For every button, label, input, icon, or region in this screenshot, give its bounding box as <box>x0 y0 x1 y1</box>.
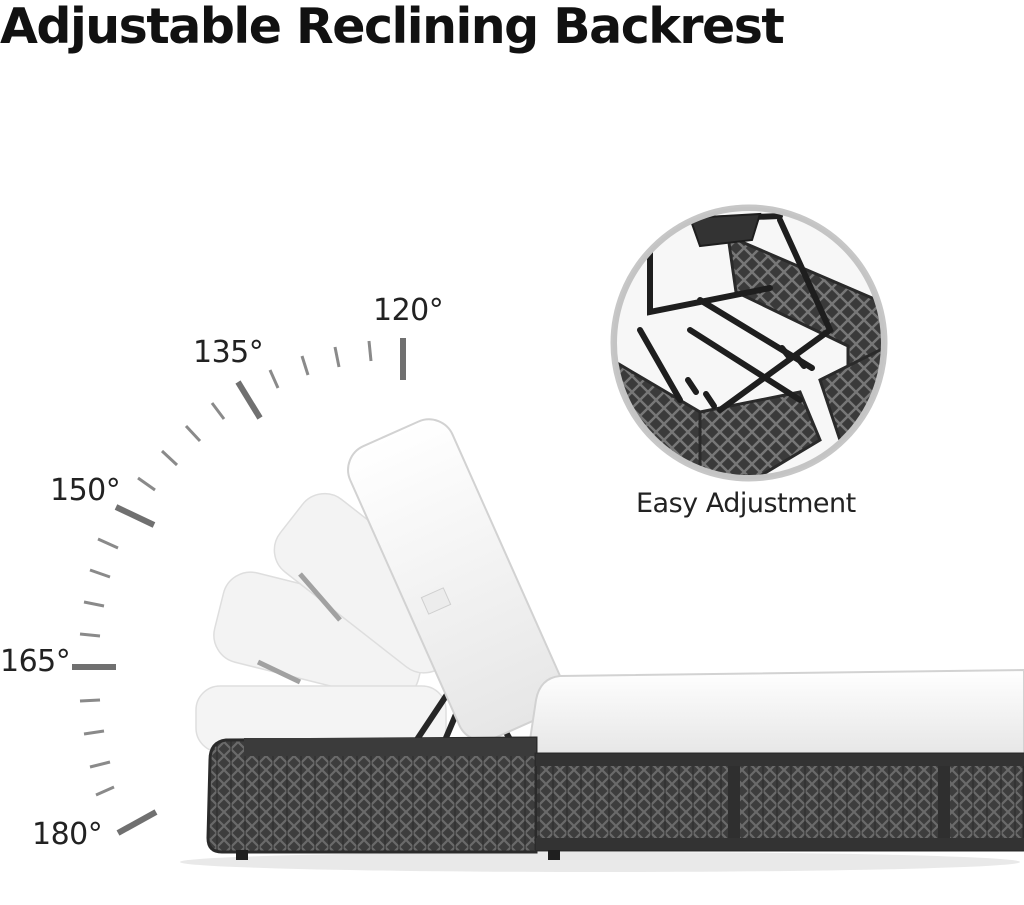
angle-label-135: 135° <box>193 335 264 370</box>
page-title: Adjustable Reclining Backrest <box>0 0 785 55</box>
chaise-lounger <box>180 418 1024 872</box>
floor-shadow <box>180 852 1020 872</box>
tick-150 <box>114 504 156 528</box>
minor-ticks <box>79 340 373 797</box>
rattan-rail-back <box>244 738 536 756</box>
rattan-base-seat <box>534 752 1024 852</box>
rattan-base-back <box>206 736 538 854</box>
tick-135 <box>235 380 263 420</box>
seat-cushion <box>528 668 1024 757</box>
angle-label-165: 165° <box>0 644 71 679</box>
backrest-cushion <box>347 418 565 742</box>
cushion-strap <box>420 587 452 615</box>
angle-dial <box>72 338 406 836</box>
adjustment-detail-inset <box>610 204 888 482</box>
inset-caption: Easy Adjustment <box>636 488 856 519</box>
angle-label-150: 150° <box>50 473 121 508</box>
tick-180 <box>116 809 158 836</box>
angle-label-180: 180° <box>32 817 103 852</box>
angle-label-120: 120° <box>373 293 444 328</box>
